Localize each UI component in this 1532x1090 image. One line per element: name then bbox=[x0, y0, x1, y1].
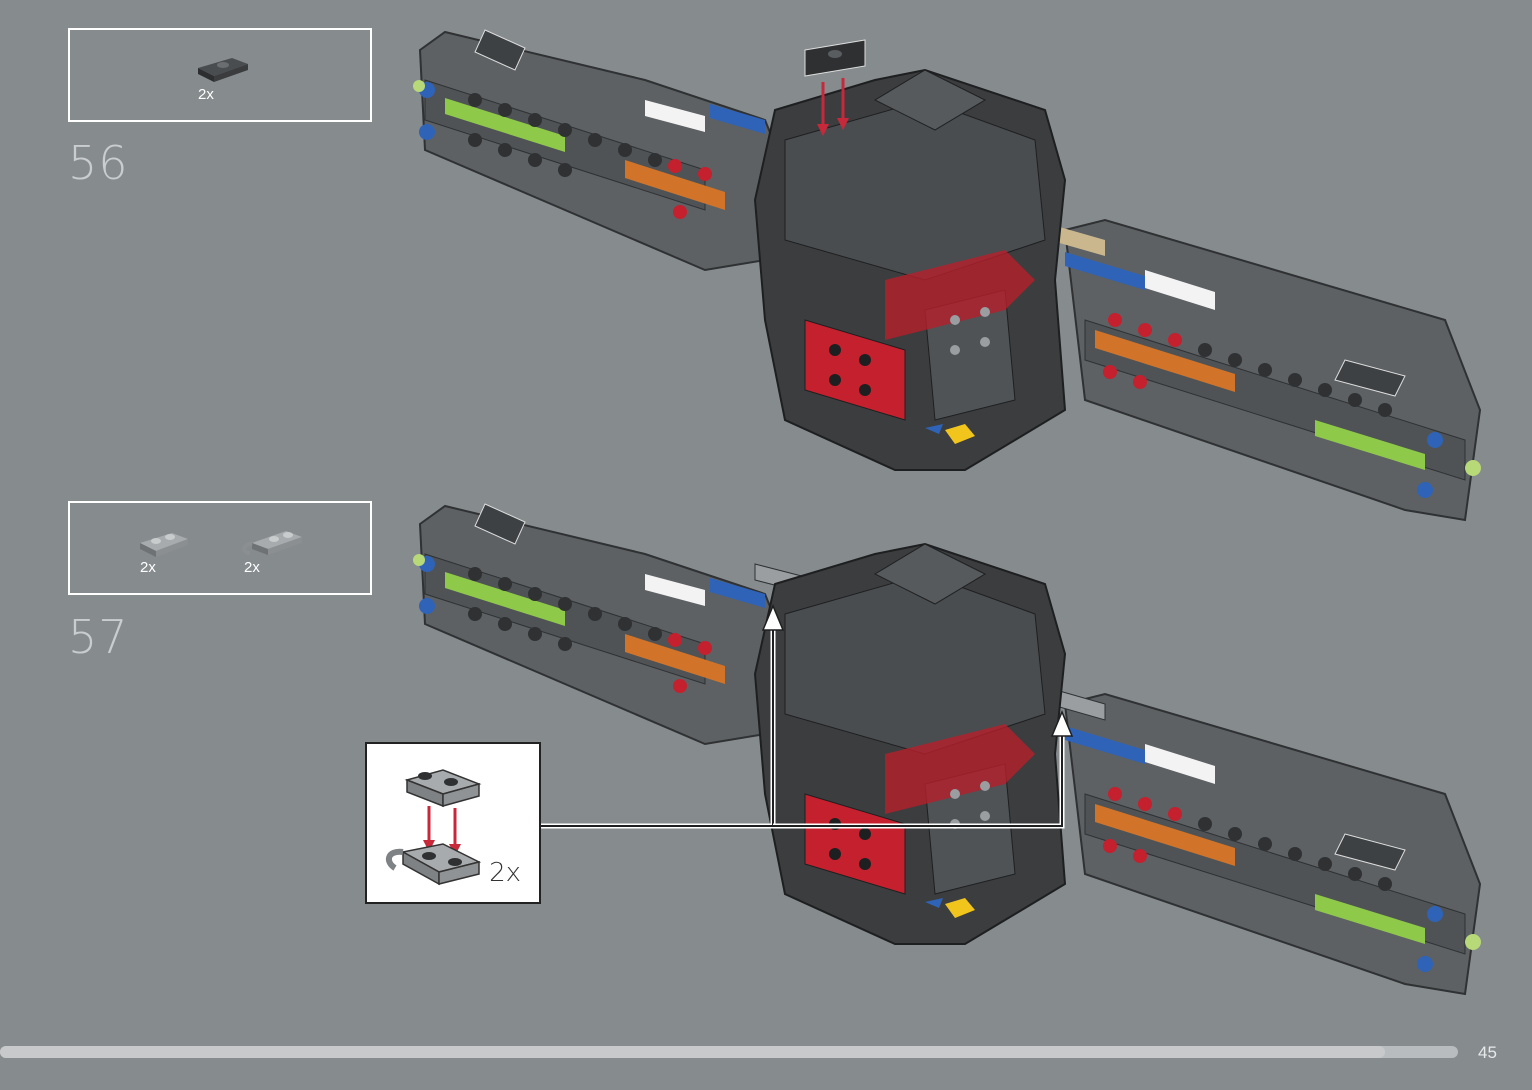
step-number-57: 57 bbox=[68, 610, 129, 664]
model-step-57 bbox=[405, 494, 1490, 1004]
page-number: 45 bbox=[1478, 1043, 1497, 1063]
page-progress-bar bbox=[0, 1046, 1458, 1058]
subassembly-callout: 2x bbox=[365, 742, 541, 904]
parts-list-step-57: 2x 2x bbox=[68, 501, 372, 595]
subassembly-quantity: 2x bbox=[489, 858, 521, 888]
part-quantity: 2x bbox=[244, 559, 260, 576]
model-step-56 bbox=[405, 20, 1490, 530]
step-number-56: 56 bbox=[68, 136, 129, 190]
part-quantity: 2x bbox=[140, 559, 156, 576]
plate-1x2-clip-icon bbox=[240, 523, 306, 559]
plate-1x2-jumper-icon bbox=[196, 54, 250, 84]
plate-1x2-icon bbox=[138, 529, 192, 559]
subassembly-diagram bbox=[381, 758, 491, 892]
progress-fill bbox=[0, 1046, 1385, 1058]
parts-list-step-56: 2x bbox=[68, 28, 372, 122]
part-quantity: 2x bbox=[198, 86, 214, 103]
